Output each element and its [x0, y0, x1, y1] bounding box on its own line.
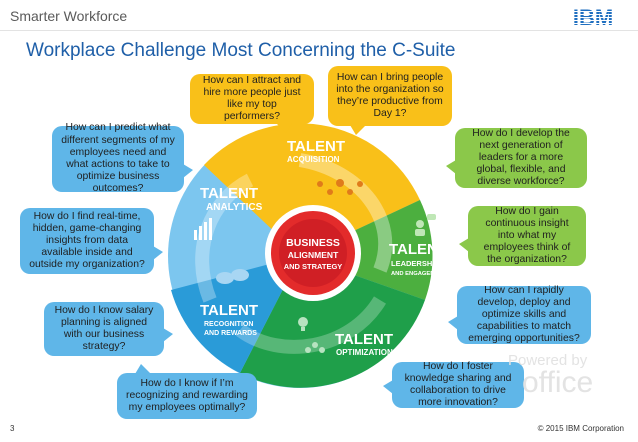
question-realtime-insights: How do I find real-time, hidden, game-ch… [20, 208, 163, 274]
ibm-logo: IBM [573, 6, 613, 28]
question-recognizing-rewarding: How do I know if I’m recognizing and rew… [117, 364, 257, 419]
swirl-accent [298, 153, 393, 273]
network-icon [317, 179, 363, 195]
header-divider [0, 30, 638, 31]
question-attract-hire: How can I attract and hire more people j… [190, 74, 314, 133]
people-group-icon [305, 342, 325, 353]
watermark-line-2: office [522, 366, 594, 399]
bar-chart-icon [194, 218, 212, 240]
optimization-sub: OPTIMIZATION [336, 348, 393, 357]
question-predict-segments: How can I predict what different segment… [52, 122, 193, 194]
brand-name: Smarter Workforce [10, 8, 128, 24]
question-continuous-insight: How do I gain continuous insight into wh… [459, 206, 586, 266]
recognition-sub2: AND REWARDS [204, 330, 257, 337]
center-line-2: ALIGNMENT [288, 250, 339, 260]
lightbulb-icon [298, 317, 308, 331]
optimization-title: TALENT [335, 331, 393, 348]
segment-recognition [171, 256, 300, 373]
segment-acquisition [204, 123, 420, 256]
question-productive-day1: How can I bring people into the organiza… [328, 66, 452, 135]
leadership-title: TALENT [389, 241, 447, 258]
analytics-sub: ANALYTICS [206, 202, 263, 213]
page-number: 3 [10, 424, 15, 433]
analytics-title: TALENT [200, 185, 258, 202]
question-develop-leaders: How do I develop the next generation of … [446, 128, 587, 188]
segment-leadership [300, 200, 433, 300]
logo-text: IBM [573, 6, 613, 28]
chat-bubbles-icon [216, 269, 249, 284]
center-line-3: AND STRATEGY [284, 262, 343, 271]
recognition-title: TALENT [200, 302, 258, 319]
recognition-sub: RECOGNITION [204, 321, 253, 328]
question-develop-skills: How can I rapidly develop, deploy and op… [448, 285, 591, 344]
acquisition-title: TALENT [287, 138, 345, 155]
acquisition-sub: ACQUISITION [287, 155, 340, 164]
leadership-sub: LEADERSHIP [391, 259, 439, 268]
leadership-sub2: AND ENGAGEMENT [391, 271, 447, 277]
page-title: Workplace Challenge Most Concerning the … [26, 40, 456, 61]
center-inner [279, 219, 347, 287]
question-knowledge-sharing: How do I foster knowledge sharing and co… [383, 361, 524, 408]
copyright: © 2015 IBM Corporation [537, 424, 624, 433]
watermark-line-1: Powered by [508, 352, 588, 369]
center-line-1: BUSINESS [286, 237, 340, 249]
person-speech-icon [415, 214, 436, 236]
swirl-accent [195, 173, 254, 303]
question-salary-planning: How do I know salary planning is aligned… [44, 302, 173, 356]
